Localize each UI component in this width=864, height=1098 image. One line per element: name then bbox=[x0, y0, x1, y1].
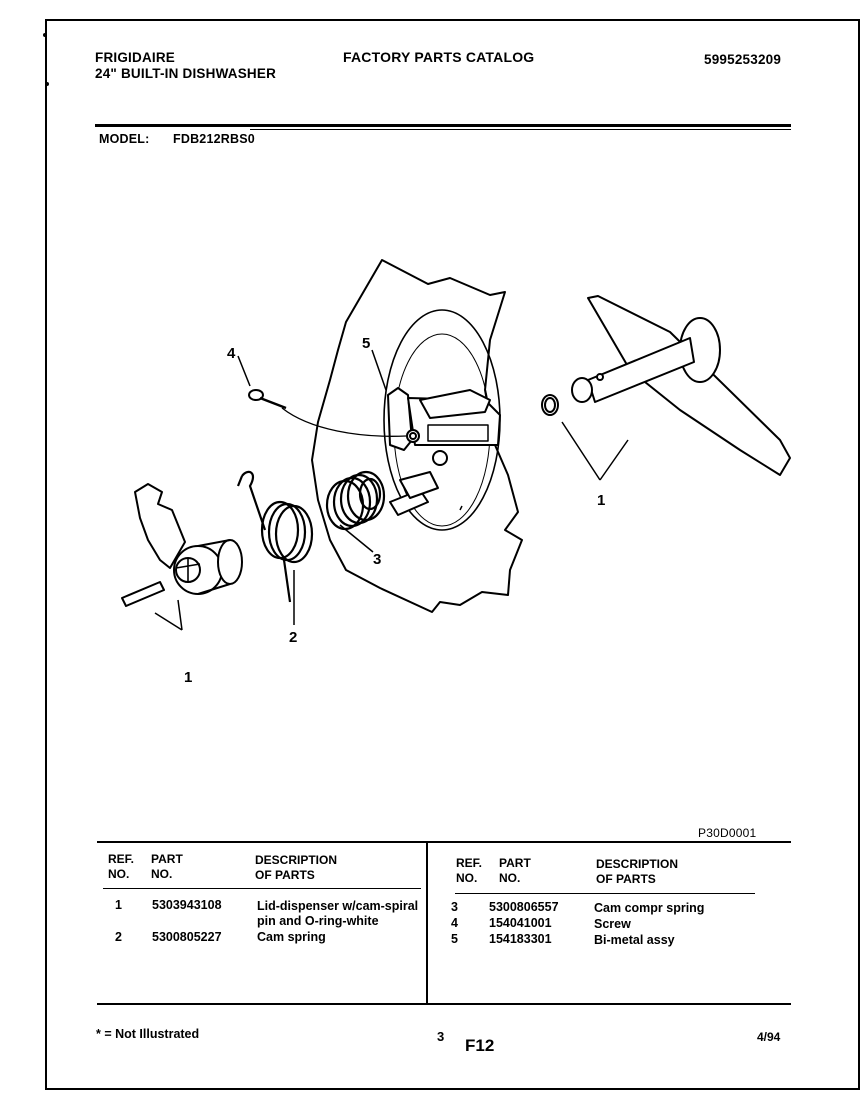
table-top-rule bbox=[97, 841, 791, 843]
product-name: 24" BUILT-IN DISHWASHER bbox=[95, 66, 277, 81]
screw-part bbox=[248, 389, 287, 410]
callout-3: 3 bbox=[373, 551, 381, 568]
callout-2: 2 bbox=[289, 629, 297, 646]
description: Lid-dispenser w/cam-spiral bbox=[257, 899, 419, 913]
door-panel bbox=[311, 259, 523, 613]
description: Cam compr spring bbox=[594, 901, 705, 915]
part-no: 5303943108 bbox=[152, 898, 222, 912]
catalog-number: 5995253209 bbox=[704, 52, 782, 67]
header-part-no: PART NO. bbox=[499, 856, 531, 885]
revision-date: 4/94 bbox=[757, 1030, 781, 1044]
callout-1-right: 1 bbox=[597, 492, 605, 509]
catalog-title: FACTORY PARTS CATALOG bbox=[343, 49, 535, 65]
part-no: 5300805227 bbox=[152, 930, 222, 944]
header-rule-thin bbox=[250, 129, 791, 130]
lid-dispenser bbox=[541, 295, 791, 476]
model-value: FDB212RBS0 bbox=[173, 132, 255, 146]
not-illustrated-note: * = Not Illustrated bbox=[96, 1027, 200, 1041]
header-description: DESCRIPTION OF PARTS bbox=[255, 853, 338, 882]
description: pin and O-ring-white bbox=[257, 914, 379, 928]
callout-5: 5 bbox=[362, 335, 370, 352]
description: Bi-metal assy bbox=[594, 933, 675, 947]
ref-no: 2 bbox=[115, 930, 122, 944]
model-label: MODEL: bbox=[99, 132, 150, 146]
callout-4: 4 bbox=[227, 345, 236, 362]
page-frame bbox=[45, 19, 860, 1090]
ref-no: 4 bbox=[451, 916, 458, 930]
callout-1-left: 1 bbox=[184, 669, 192, 686]
header-rule-thick bbox=[95, 124, 791, 127]
lid-dispenser-cam bbox=[121, 483, 243, 607]
description: Cam spring bbox=[257, 930, 326, 944]
header-part-no: PART NO. bbox=[151, 852, 183, 881]
cam-compression-spring bbox=[325, 470, 386, 531]
figure-code: P30D0001 bbox=[698, 826, 757, 840]
header-ref-no: REF. NO. bbox=[108, 852, 135, 881]
table-header-rule-right bbox=[455, 893, 755, 894]
description: Screw bbox=[594, 917, 631, 931]
exploded-parts-diagram: 1 1 2 3 4 5 bbox=[121, 259, 791, 686]
ref-no: 3 bbox=[451, 900, 458, 914]
brand-name: FRIGIDAIRE bbox=[95, 50, 176, 65]
part-no: 5300806557 bbox=[489, 900, 559, 914]
table-header-rule-left bbox=[103, 888, 421, 889]
header-description: DESCRIPTION OF PARTS bbox=[596, 857, 679, 886]
binder-dot-mid bbox=[45, 82, 49, 86]
cam-spring bbox=[236, 470, 314, 603]
header-ref-no: REF. NO. bbox=[456, 856, 483, 885]
table-divider bbox=[426, 843, 428, 1003]
table-bottom-rule bbox=[97, 1003, 791, 1005]
part-no: 154041001 bbox=[489, 916, 552, 930]
page-number: 3 bbox=[437, 1029, 445, 1044]
part-no: 154183301 bbox=[489, 932, 552, 946]
ref-no: 1 bbox=[115, 898, 122, 912]
ref-no: 5 bbox=[451, 932, 458, 946]
page-code: F12 bbox=[465, 1036, 495, 1055]
